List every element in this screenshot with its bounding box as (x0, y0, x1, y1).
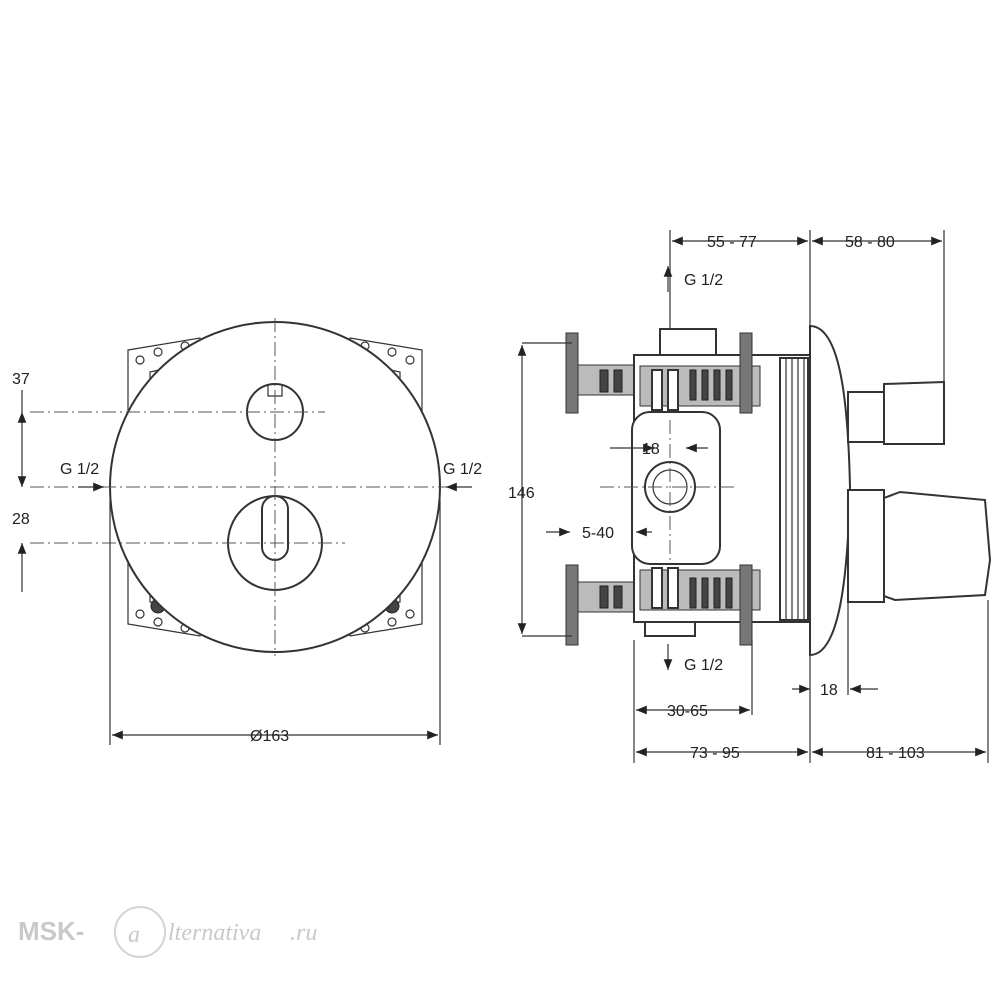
front-view: 37 28 G 1/2 G 1/2 Ø163 (12, 318, 482, 745)
dim-37: 37 (12, 371, 30, 388)
dim-5-40: 5-40 (582, 525, 614, 542)
side-view: 55 - 77 58 - 80 G 1/2 146 18 5-40 G 1/2 … (508, 230, 992, 763)
watermark-symbol: a (128, 922, 140, 948)
rail-bottom-left (565, 564, 579, 646)
dim-18-inner: 18 (642, 441, 660, 458)
top-connector (659, 328, 717, 356)
dim-55-77: 55 - 77 (707, 234, 757, 251)
thread-section (779, 357, 809, 621)
left-inlet-label: G 1/2 (60, 461, 99, 478)
watermark-logo: MSK- a lternativa .ru (18, 906, 317, 958)
right-inlet-label: G 1/2 (443, 461, 482, 478)
watermark-left: MSK- (18, 916, 84, 946)
dim-146: 146 (508, 485, 535, 502)
dim-28: 28 (12, 511, 30, 528)
dim-30-65: 30-65 (667, 703, 708, 720)
bottom-connector (644, 621, 696, 637)
dim-81-103: 81 - 103 (866, 745, 925, 762)
dim-58-80: 58 - 80 (845, 234, 895, 251)
side-cover-plate (809, 324, 852, 657)
lower-handle-side (883, 490, 992, 602)
upper-handle (883, 380, 945, 445)
watermark-right: lternativa (168, 920, 261, 946)
bottom-outlet-label: G 1/2 (684, 657, 723, 674)
watermark-suffix: .ru (290, 920, 317, 946)
upper-handle-stem (847, 391, 885, 443)
top-outlet-label: G 1/2 (684, 272, 723, 289)
dim-73-95: 73 - 95 (690, 745, 740, 762)
diameter-label: Ø163 (250, 728, 289, 745)
lower-handle-stem (847, 489, 885, 603)
rail-top-left (565, 332, 579, 414)
dim-18-outer: 18 (820, 682, 838, 699)
